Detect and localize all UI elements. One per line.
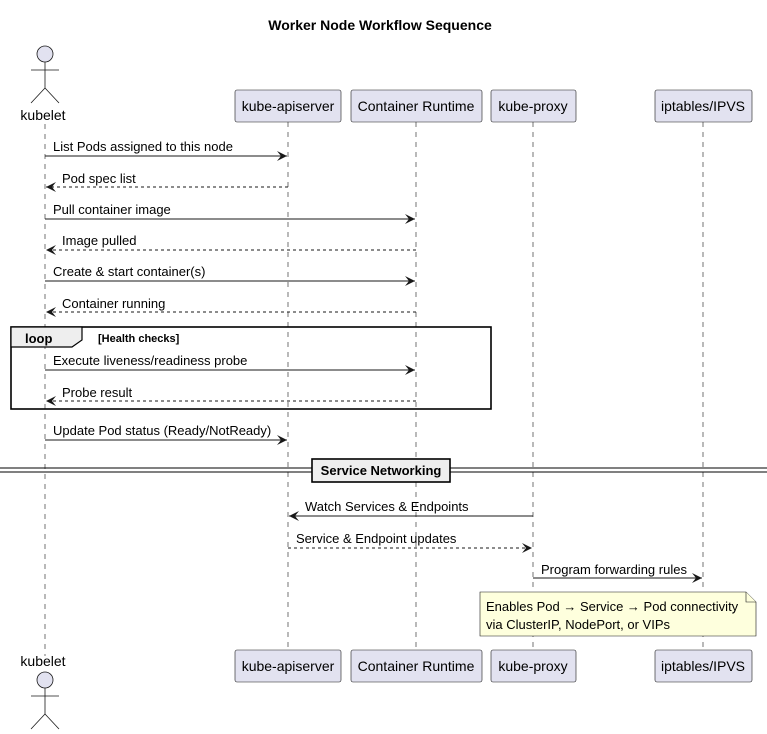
message-label: Update Pod status (Ready/NotReady) [53, 423, 271, 438]
message-list-pods: List Pods assigned to this node [45, 139, 287, 161]
participant-label: kube-proxy [498, 98, 567, 114]
participant-kube-apiserver-top: kube-apiserver [234, 89, 342, 123]
actor-kubelet-bottom: kubelet [20, 653, 66, 730]
participant-label-kubelet: kubelet [20, 107, 65, 123]
participant-container-runtime-bottom: Container Runtime [350, 649, 483, 683]
message-update-status: Update Pod status (Ready/NotReady) [45, 423, 287, 445]
participant-label: Container Runtime [358, 658, 475, 674]
loop-condition: [Health checks] [98, 333, 180, 345]
message-watch-services: Watch Services & Endpoints [289, 499, 533, 521]
message-label: Service & Endpoint updates [296, 531, 457, 546]
message-create-start: Create & start container(s) [45, 264, 415, 286]
participant-label: iptables/IPVS [661, 658, 745, 674]
note-connectivity: Enables Pod → Service → Pod connectivity… [479, 591, 757, 637]
message-label: Execute liveness/readiness probe [53, 353, 247, 368]
message-pod-spec-list: Pod spec list [46, 171, 288, 192]
message-label: Pull container image [53, 202, 171, 217]
actor-kubelet-top: kubelet [20, 45, 66, 123]
message-label: Watch Services & Endpoints [305, 499, 469, 514]
message-label: Image pulled [62, 233, 136, 248]
message-execute-probe: Execute liveness/readiness probe [45, 353, 415, 375]
message-probe-result: Probe result [46, 385, 416, 406]
participant-kube-proxy-top: kube-proxy [490, 89, 577, 123]
message-label: Container running [62, 296, 165, 311]
message-image-pulled: Image pulled [46, 233, 416, 255]
participant-iptables-ipvs-top: iptables/IPVS [654, 89, 753, 123]
loop-fragment: loop [Health checks] [10, 326, 492, 410]
participant-label: Container Runtime [358, 98, 475, 114]
actor-head-icon [36, 45, 54, 63]
message-label: Create & start container(s) [53, 264, 205, 279]
message-endpoint-updates: Service & Endpoint updates [288, 531, 532, 553]
participant-iptables-ipvs-bottom: iptables/IPVS [654, 649, 753, 683]
message-program-rules: Program forwarding rules [533, 562, 702, 583]
diagram-title: Worker Node Workflow Sequence [268, 17, 492, 33]
message-pull-image: Pull container image [45, 202, 415, 224]
message-container-running: Container running [46, 296, 416, 317]
actor-head-icon [36, 671, 54, 689]
participant-label: kube-proxy [498, 658, 567, 674]
participant-kube-proxy-bottom: kube-proxy [490, 649, 577, 683]
participant-label-kubelet: kubelet [20, 653, 65, 669]
note-line: via ClusterIP, NodePort, or VIPs [486, 617, 671, 632]
note-line: Enables Pod → Service → Pod connectivity [486, 599, 739, 614]
participant-container-runtime-top: Container Runtime [350, 89, 483, 123]
participant-label: iptables/IPVS [661, 98, 745, 114]
divider-label: Service Networking [321, 463, 442, 478]
message-label: Pod spec list [62, 171, 136, 186]
loop-keyword: loop [25, 331, 52, 346]
divider-service-networking: Service Networking [0, 458, 767, 483]
message-label: Probe result [62, 385, 132, 400]
participant-label: kube-apiserver [242, 658, 335, 674]
participant-label: kube-apiserver [242, 98, 335, 114]
participant-kube-apiserver-bottom: kube-apiserver [234, 649, 342, 683]
message-label: List Pods assigned to this node [53, 139, 233, 154]
message-label: Program forwarding rules [541, 562, 687, 577]
